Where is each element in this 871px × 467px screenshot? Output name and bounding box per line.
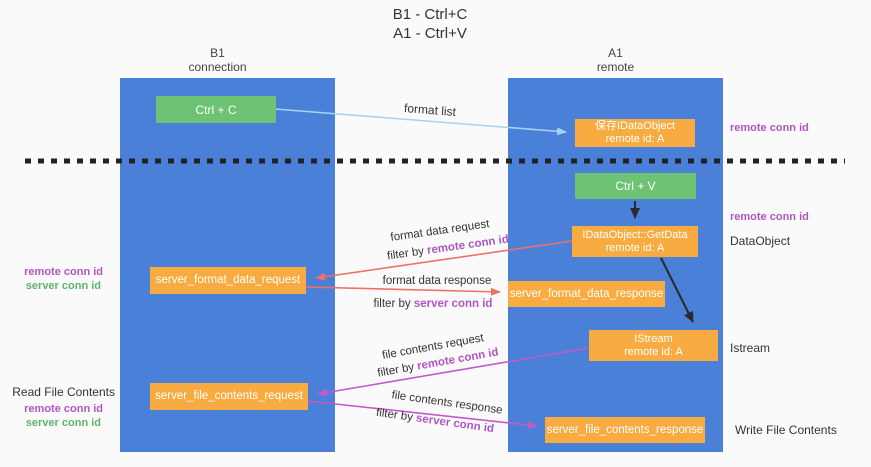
istream-line1: IStream <box>634 332 673 345</box>
node-server-file-contents-request: server_file_contents_request <box>150 383 308 410</box>
format-list-label: format list <box>403 100 457 120</box>
filter-by-text: filter by <box>376 361 416 380</box>
save-dataobject-line1: 保存IDataObject <box>594 120 676 132</box>
node-idataobject-getdata: IDataObject::GetData remote id: A <box>572 226 698 257</box>
node-server-format-data-request: server_format_data_request <box>150 267 306 294</box>
filter-by-server-conn-id-label-1: filter by server conn id <box>374 298 493 310</box>
lane-right-subtitle: remote <box>596 60 635 74</box>
ctrl-c-label: Ctrl + C <box>195 102 237 117</box>
server-format-data-response-label: server_format_data_response <box>509 287 664 300</box>
filter-by-text: filter by <box>373 298 411 310</box>
node-ctrl-c: Ctrl + C <box>156 96 276 123</box>
left-read-file-contents-label: Read File Contents <box>12 385 115 399</box>
right-write-file-contents-label: Write File Contents <box>735 423 837 437</box>
lane-right-title: A1 <box>608 46 623 60</box>
filter-by-text: filter by <box>375 406 414 424</box>
lane-left-title: B1 <box>210 46 225 60</box>
right-remote-conn-id-label-1: remote conn id <box>730 122 809 134</box>
server-conn-id-text: server conn id <box>415 412 495 436</box>
lane-header-right: A1 remote <box>508 46 723 74</box>
lane-header-left: B1 connection <box>110 46 325 74</box>
lane-left-subtitle: connection <box>188 60 247 74</box>
server-format-data-request-label: server_format_data_request <box>155 274 301 286</box>
server-file-contents-response-label: server_file_contents_response <box>546 423 704 436</box>
left-server-conn-id-label-2: server conn id <box>25 417 101 429</box>
right-remote-conn-id-label-2: remote conn id <box>730 211 809 223</box>
istream-line2: remote id: A <box>624 345 683 358</box>
node-save-dataobject: 保存IDataObject remote id: A <box>575 119 695 147</box>
left-remote-conn-id-label-1: remote conn id <box>24 266 103 278</box>
save-dataobject-line2: remote id: A <box>605 133 665 145</box>
node-istream: IStream remote id: A <box>589 330 718 361</box>
title-line-1: B1 - Ctrl+C <box>392 6 468 23</box>
ctrl-v-label: Ctrl + V <box>615 179 656 193</box>
right-istream-label: Istream <box>730 341 771 355</box>
title-line-2: A1 - Ctrl+V <box>393 25 467 42</box>
node-server-file-contents-response: server_file_contents_response <box>545 417 705 443</box>
filter-by-text: filter by <box>386 245 425 263</box>
format-data-response-label: format data response <box>382 275 492 287</box>
left-server-conn-id-label-1: server conn id <box>25 280 101 292</box>
server-conn-id-text: server conn id <box>413 298 493 310</box>
node-ctrl-v: Ctrl + V <box>575 173 696 199</box>
diagram-title: B1 - Ctrl+C A1 - Ctrl+V <box>300 5 560 43</box>
node-server-format-data-response: server_format_data_response <box>508 281 665 307</box>
arrow-format-data-response <box>305 286 501 296</box>
server-file-contents-request-label: server_file_contents_request <box>155 390 303 402</box>
getdata-line2: remote id: A <box>605 241 665 254</box>
getdata-line1: IDataObject::GetData <box>582 228 688 241</box>
left-remote-conn-id-label-2: remote conn id <box>24 403 103 415</box>
right-dataobject-label: DataObject <box>730 234 791 248</box>
